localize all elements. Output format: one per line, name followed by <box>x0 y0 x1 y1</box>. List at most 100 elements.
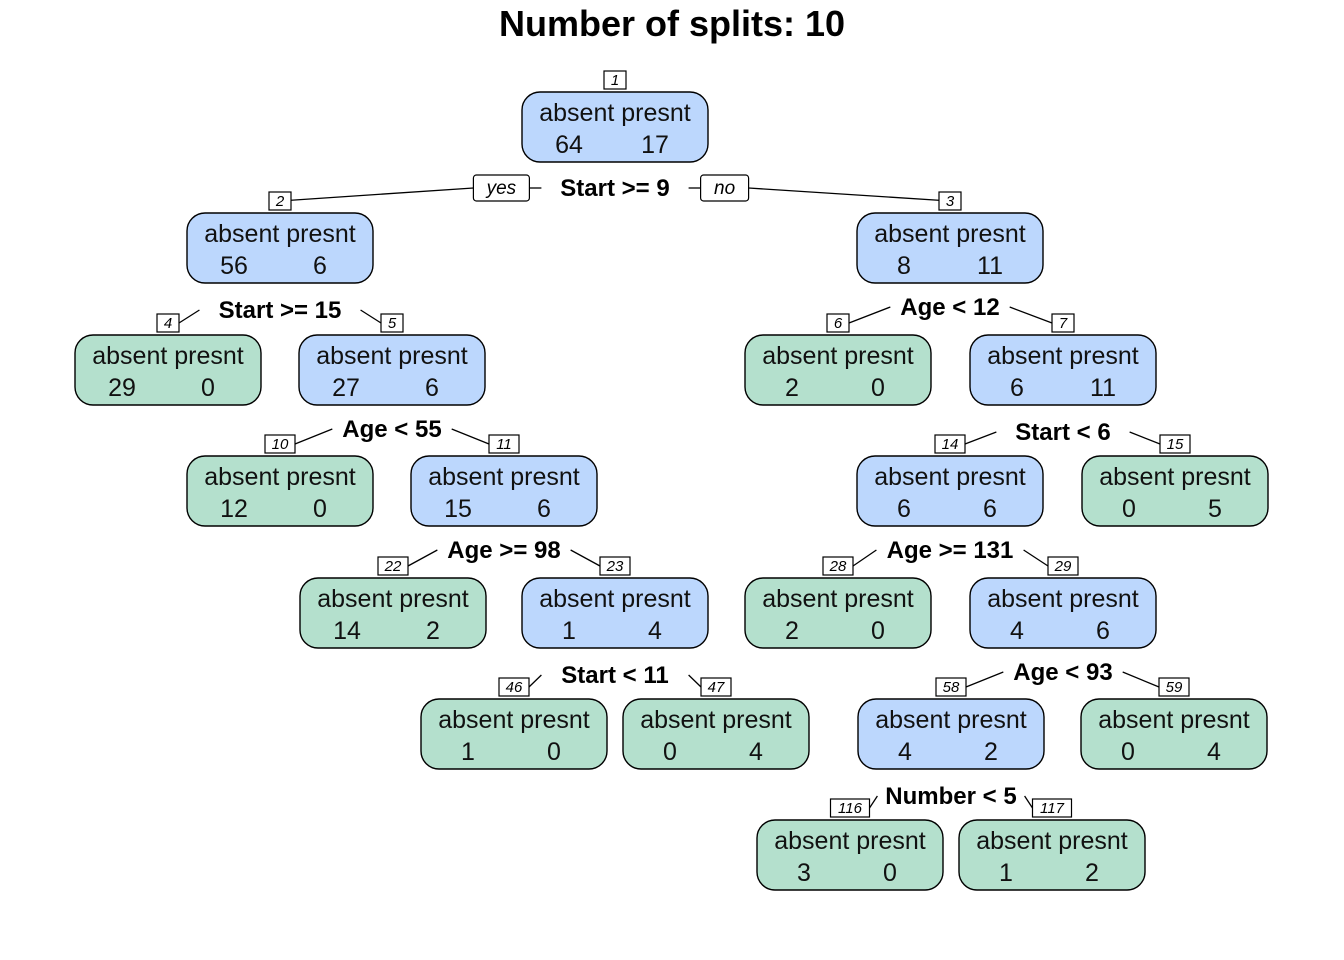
node-box <box>410 455 598 527</box>
node-number-box <box>700 677 732 697</box>
node-box <box>420 698 608 770</box>
node-number-label: 22 <box>384 558 402 575</box>
node-presnt-count: 0 <box>871 374 885 402</box>
node-number-box <box>599 556 631 576</box>
edge-right <box>360 309 382 324</box>
node-number-box <box>829 798 871 818</box>
node-number-4: 4 <box>156 313 180 333</box>
tree-node-4: absent presnt 29 0 <box>74 334 262 406</box>
edge-right <box>570 549 601 567</box>
node-absent-count: 3 <box>797 859 811 887</box>
node-presnt-count: 4 <box>1207 738 1221 766</box>
node-presnt-count: 5 <box>1208 495 1222 523</box>
node-absent-count: 2 <box>785 617 799 645</box>
node-box <box>958 819 1146 891</box>
split-label: Start < 6 <box>1015 419 1110 446</box>
node-number-label: 29 <box>1054 558 1072 575</box>
edge-left <box>964 431 997 445</box>
node-number-label: 59 <box>1166 679 1183 696</box>
node-header: absent presnt <box>1098 706 1250 734</box>
node-number-2: 2 <box>268 191 292 211</box>
node-number-5: 5 <box>380 313 404 333</box>
node-box <box>298 334 486 406</box>
split-label: Start < 11 <box>561 662 668 689</box>
node-presnt-count: 6 <box>1096 617 1110 645</box>
node-number-58: 58 <box>935 677 967 697</box>
node-box <box>1081 455 1269 527</box>
split-label: Age < 55 <box>342 416 441 443</box>
node-number-7: 7 <box>1051 313 1075 333</box>
split-label: Age >= 131 <box>887 537 1014 564</box>
node-number-47: 47 <box>700 677 732 697</box>
node-number-label: 58 <box>943 679 960 696</box>
node-header: absent presnt <box>774 827 926 855</box>
node-box <box>622 698 810 770</box>
node-absent-count: 12 <box>220 495 248 523</box>
node-absent-count: 64 <box>555 131 583 159</box>
node-absent-count: 2 <box>785 374 799 402</box>
node-header: absent presnt <box>316 342 468 370</box>
edge-left <box>848 306 891 324</box>
node-absent-count: 0 <box>1121 738 1135 766</box>
node-presnt-count: 4 <box>749 738 763 766</box>
node-number-label: 15 <box>1167 436 1184 453</box>
node-number-box <box>380 313 404 333</box>
node-box <box>856 455 1044 527</box>
node-header: absent presnt <box>640 706 792 734</box>
no-text: no <box>714 178 735 199</box>
node-header: absent presnt <box>874 463 1026 491</box>
node-number-label: 46 <box>506 679 523 696</box>
node-number-box <box>603 70 627 90</box>
node-number-label: 117 <box>1040 800 1065 817</box>
node-number-box <box>156 313 180 333</box>
node-presnt-count: 0 <box>201 374 215 402</box>
node-box <box>521 91 709 163</box>
yes-branch-label: yes <box>472 174 530 202</box>
node-header: absent presnt <box>539 99 691 127</box>
split-label: Number < 5 <box>885 783 1016 810</box>
edge-right <box>1009 306 1053 324</box>
node-header: absent presnt <box>317 585 469 613</box>
node-presnt-count: 2 <box>426 617 440 645</box>
node-presnt-count: 11 <box>1090 374 1116 402</box>
node-number-label: 3 <box>946 193 955 210</box>
node-header: absent presnt <box>539 585 691 613</box>
node-number-box <box>1031 798 1073 818</box>
node-absent-count: 27 <box>332 374 360 402</box>
split-label: Start >= 15 <box>219 297 342 324</box>
no-box <box>699 174 750 202</box>
node-absent-count: 0 <box>1122 495 1136 523</box>
tree-node-59: absent presnt 0 4 <box>1080 698 1268 770</box>
node-number-label: 10 <box>272 436 289 453</box>
node-box <box>299 577 487 649</box>
node-number-box <box>1051 313 1075 333</box>
node-header: absent presnt <box>92 342 244 370</box>
node-presnt-count: 17 <box>641 131 669 159</box>
node-number-label: 6 <box>834 315 843 332</box>
node-absent-count: 6 <box>897 495 911 523</box>
node-number-box <box>1159 434 1191 454</box>
node-presnt-count: 0 <box>883 859 897 887</box>
node-header: absent presnt <box>987 342 1139 370</box>
node-absent-count: 29 <box>108 374 136 402</box>
yes-box <box>472 174 530 202</box>
edge-right <box>1023 549 1049 567</box>
split-label: Age >= 98 <box>447 537 560 564</box>
node-box <box>856 212 1044 284</box>
split-label: Age < 93 <box>1013 659 1112 686</box>
node-number-box <box>498 677 530 697</box>
node-number-box <box>826 313 850 333</box>
split-label: Start >= 9 <box>560 175 669 202</box>
node-header: absent presnt <box>204 463 356 491</box>
node-absent-count: 8 <box>897 252 911 280</box>
node-presnt-count: 0 <box>313 495 327 523</box>
